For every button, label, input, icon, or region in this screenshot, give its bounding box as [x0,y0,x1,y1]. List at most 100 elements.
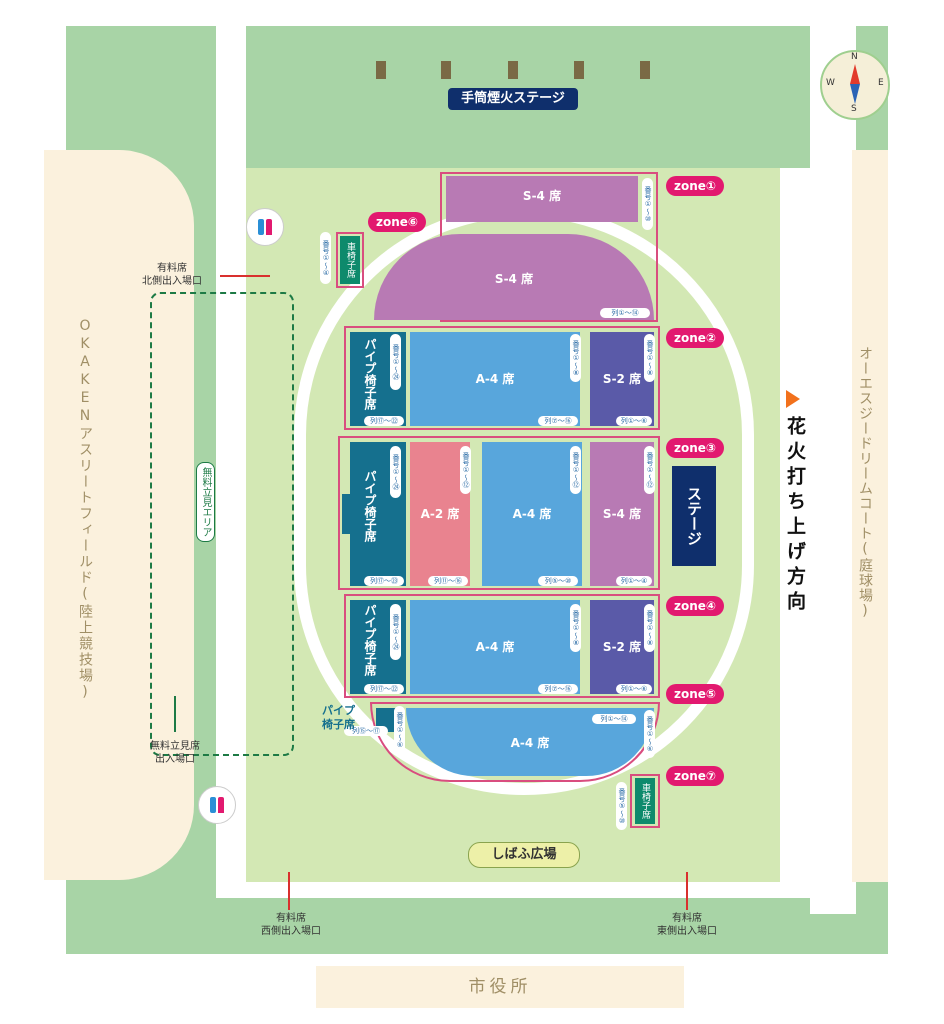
zone4-border [344,594,660,698]
east-path [780,168,810,898]
z1-ban-pill: 番号①〜⑩ [642,178,653,230]
zone-4-tag: zone④ [666,596,725,616]
z3-a2-ban-pill: 番号①〜⑫ [460,446,471,494]
z4-a4-ban-pill: 番号①〜⑧ [570,604,581,652]
s4-top-block: S-4 席 [446,176,638,222]
free-entrance-arrow [174,696,176,732]
z2-pipe-retsu-pill: 列⑰〜㉒ [364,416,404,426]
stage-post [508,61,518,79]
free-entrance-label: 無料立見席 出入場口 [130,740,220,766]
east-entrance-line2: 東側出入場口 [657,926,717,937]
z2-a4-retsu-pill: 列⑦〜⑯ [538,416,578,426]
south-path [216,882,810,898]
east-entrance-label: 有料席 東側出入場口 [642,912,732,938]
s4-z3-block: S-4 席 [590,442,654,586]
stage-post [376,61,386,79]
top-stage-label: 手筒煙火ステージ [448,88,578,110]
z3-s4-retsu-pill: 列①〜④ [616,576,652,586]
restroom-north [246,208,284,246]
shibafu-label: しばふ広場 [468,842,580,868]
s4-oval-block: S-4 席 [374,234,654,320]
z5-ban-pill: 番号①〜⑥ [644,710,655,758]
compass-s: S [851,104,857,114]
left-field-label: OKAKENアスリートフィールド(陸上競技場) [77,318,93,702]
z5-pipe-ban-pill: 番号①〜⑥ [394,706,405,754]
compass-e: E [878,78,884,88]
s2-z4-block: S-2 席 [590,600,654,694]
compass-n: N [851,52,858,62]
zone7-border [630,774,660,828]
north-entrance-label: 有料席 北側出入場口 [128,262,216,288]
z5-pipe-retsu-pill: 列⑮〜⑰ [344,726,388,736]
pipe-z4-label: パイプ椅子席 [363,604,377,676]
west-entrance-label: 有料席 西側出入場口 [246,912,336,938]
z1-retsu-pill: 列①〜⑭ [600,308,650,318]
z3-a4-retsu-pill: 列⑤〜⑩ [538,576,578,586]
center-stage: ステージ [672,466,716,566]
north-entrance-line1: 有料席 [157,263,187,274]
z2-s2-ban-pill: 番号①〜⑧ [644,334,655,382]
free-area-label: 無料立見エリア [196,462,215,542]
north-entrance-line2: 北側出入場口 [142,276,202,287]
z4-pipe-ban-pill: 番号①〜㉔ [390,604,401,660]
right-court [852,150,888,882]
city-hall-label: 市役所 [316,966,684,1008]
west-entrance-line1: 有料席 [276,913,306,924]
pipe-z2-label: パイプ椅子席 [363,338,377,410]
male-icon [210,797,216,813]
a4-z3-block: A-4 席 [482,442,582,586]
east-entrance-line1: 有料席 [672,913,702,924]
compass: N S W E [820,50,890,120]
z5-retsu-pill: 列①〜⑭ [592,714,636,724]
pipe-z5-label: パイプ椅子席 [322,704,355,731]
zone-2-tag: zone② [666,328,725,348]
z6-ban-pill: 番号①〜④ [320,232,331,284]
west-entrance-arrow [288,872,290,910]
stage-post [574,61,584,79]
stage-post [640,61,650,79]
a4-z2-block: A-4 席 [410,332,580,426]
z3-s4-ban-pill: 番号①〜⑫ [644,446,655,494]
wheel7-block: 車椅子席 [635,778,655,824]
zone-5-tag: zone⑤ [666,684,725,704]
male-icon [258,219,264,235]
right-court-label: オーエスジードリームコート(庭球場) [857,346,873,620]
z2-s2-retsu-pill: 列①〜⑥ [616,416,652,426]
a4-z4-block: A-4 席 [410,600,580,694]
stage-post [441,61,451,79]
z3-pipe-ban-pill: 番号①〜㉔ [390,446,401,498]
z4-s2-retsu-pill: 列①〜⑥ [616,684,652,694]
east-entrance-arrow [686,872,688,910]
north-road [810,26,856,914]
zone-1-tag: zone① [666,176,725,196]
zone-6-tag: zone⑥ [368,212,427,232]
left-field [44,150,194,880]
z3-a4-ban-pill: 番号①〜⑫ [570,446,581,494]
fireworks-arrow-icon [786,390,800,408]
z4-s2-ban-pill: 番号①〜⑧ [644,604,655,652]
female-icon [266,219,272,235]
female-icon [218,797,224,813]
zone-3-tag: zone③ [666,438,725,458]
west-entrance-line2: 西側出入場口 [261,926,321,937]
pipe-z3-notch [342,494,354,534]
z7-ban-pill: 番号⑤〜⑩ [616,782,627,830]
wheel6-block: 車椅子席 [340,236,360,284]
s2-z2-block: S-2 席 [590,332,654,426]
z2-pipe-ban-pill: 番号①〜㉔ [390,334,401,390]
z3-pipe-retsu-pill: 列⑰〜㉓ [364,576,404,586]
pipe-z3-label: パイプ椅子席 [363,470,377,542]
compass-w: W [826,78,835,88]
free-area-boundary [150,292,294,756]
zone3-border [338,436,660,590]
west-path [216,26,246,896]
free-entrance-line2: 出入場口 [155,754,195,765]
z4-pipe-retsu-pill: 列⑰〜㉒ [364,684,404,694]
compass-needle-s [850,84,860,104]
z3-a2-retsu-pill: 列⑪〜⑯ [428,576,468,586]
free-entrance-line1: 無料立見席 [150,741,200,752]
zone6-border [336,232,364,288]
z2-a4-ban-pill: 番号①〜⑧ [570,334,581,382]
compass-needle-n [850,64,860,84]
z4-a4-retsu-pill: 列⑦〜⑯ [538,684,578,694]
